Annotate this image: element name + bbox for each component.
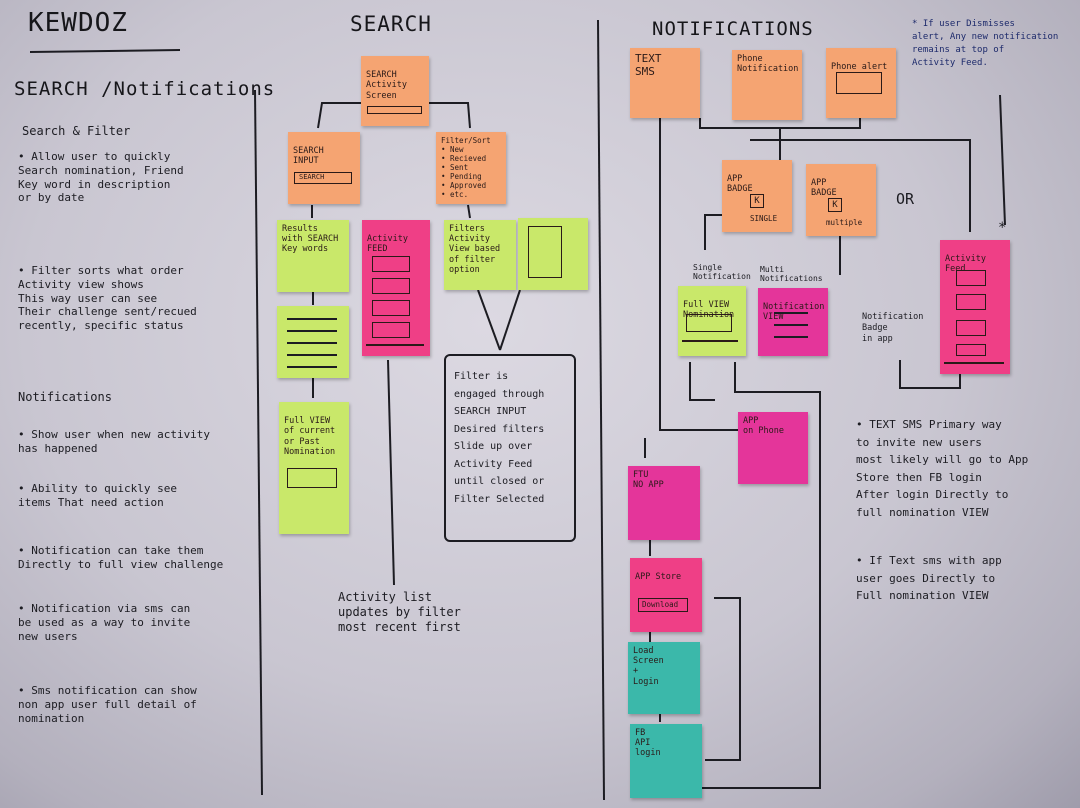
multiple-label: multiple [826, 218, 863, 227]
right-bullet-2: • If Text sms with app user goes Directl… [856, 554, 1002, 603]
list-line [287, 318, 337, 320]
note-phone-notification: Phone Notification [732, 50, 802, 120]
badge-letter: K [832, 200, 838, 210]
dismiss-note: * If user Dismisses alert, Any new notif… [912, 19, 1059, 69]
left-section-title: SEARCH /Notifications [14, 78, 276, 100]
detail-sketch [287, 468, 337, 488]
note-text-sms: TEXT SMS [630, 48, 700, 118]
badge-k-icon: K [828, 198, 842, 212]
notifications-heading: NOTIFICATIONS [652, 18, 814, 40]
list-line [287, 342, 337, 344]
note-full-view-label: Full VIEW of current or Past Nomination [284, 416, 336, 457]
left-bullet-3: • Show user when new activity has happen… [18, 428, 211, 455]
notification-badge-label: Notification Badge in app [862, 312, 924, 345]
badge-k-icon: K [750, 194, 764, 208]
multi-notifications-label: Multi Notifications [760, 265, 823, 283]
note-app-on-phone: APP on Phone [738, 412, 808, 484]
tabbar-sketch [944, 362, 1004, 364]
note-app-store: APP Store Download [630, 558, 702, 632]
left-bullet-1: • Allow user to quickly Search nominatio… [18, 150, 184, 205]
download-label: Download [642, 600, 679, 609]
badge-letter: K [754, 196, 760, 206]
left-bullet-5: • Notification can take them Directly to… [18, 544, 224, 571]
right-bullet-1: • TEXT SMS Primary way to invite new use… [856, 418, 1029, 519]
note-phone-alert: Phone alert [826, 48, 896, 118]
note-notification-view-label: Notification VIEW [763, 302, 825, 323]
feed-item-sketch [956, 294, 986, 310]
tabbar-sketch [682, 340, 738, 342]
note-activity-feed: Activity FEED [362, 220, 430, 356]
note-fb-api-login: FB API login [630, 724, 702, 798]
feed-item-sketch [372, 256, 410, 272]
note-activity-feed-right: Activity Feed [940, 240, 1010, 374]
note-search-input-label: SEARCH INPUT [293, 146, 324, 167]
list-line [287, 330, 337, 332]
note-full-view-nomination-label: Full VIEW Nomination [683, 300, 735, 321]
asterisk-mark: * [998, 220, 1007, 236]
feed-item-sketch [956, 320, 986, 336]
activity-list-note: Activity list updates by filter most rec… [338, 590, 461, 634]
note-single-notification: Full VIEW Nomination [678, 286, 746, 356]
list-line [287, 354, 337, 356]
note-filters-view: Filters Activity View based of filter op… [444, 220, 516, 290]
note-app-badge-multiple-label: APP BADGE [811, 178, 837, 199]
or-label: OR [896, 190, 915, 208]
left-bullet-7: • Sms notification can show non app user… [18, 684, 197, 725]
download-button-sketch: Download [638, 598, 688, 612]
single-label: SINGLE [750, 214, 778, 223]
search-input-sketch-label: SEARCH [299, 173, 325, 181]
list-line [774, 324, 808, 326]
overlay-panel-sketch [528, 226, 562, 278]
note-app-badge-single-label: APP BADGE [727, 174, 753, 195]
note-load-screen: Load Screen + Login [628, 642, 700, 714]
list-line [774, 336, 808, 338]
alert-sketch [836, 72, 882, 94]
note-filter-sort: Filter/Sort • New • Recieved • Sent • Pe… [436, 132, 506, 204]
note-app-store-label: APP Store [635, 572, 682, 583]
note-activity-feed-right-label: Activity Feed [945, 254, 986, 275]
single-notification-label: Single Notification [693, 263, 751, 281]
list-line [774, 312, 808, 314]
feed-tabbar-sketch [366, 344, 424, 346]
left-bullet-2: • Filter sorts what order Activity view … [18, 264, 197, 332]
search-filter-heading: Search & Filter [22, 124, 131, 138]
note-activity-screen: SEARCH Activity Screen [361, 56, 429, 126]
note-list-sketch [277, 306, 349, 378]
feed-item-sketch [956, 270, 986, 286]
search-heading: SEARCH [350, 12, 432, 36]
brand-title: KEWDOZ [28, 8, 128, 38]
note-activity-screen-label: SEARCH Activity Screen [366, 70, 407, 101]
note-phone-alert-label: Phone alert [831, 62, 888, 73]
left-bullet-4: • Ability to quickly see items That need… [18, 482, 177, 509]
note-multi-notifications: Notification VIEW [758, 288, 828, 356]
note-ftu-no-app: FTU NO APP [628, 466, 700, 540]
feed-item-sketch [372, 300, 410, 316]
notifications-notes-heading: Notifications [18, 390, 112, 404]
note-filter-overlay [518, 218, 588, 290]
feed-item-sketch [372, 322, 410, 338]
left-bullet-6: • Notification via sms can be used as a … [18, 602, 191, 643]
feed-item-sketch [372, 278, 410, 294]
list-line [287, 366, 337, 368]
filter-explanation-box: Filter is engaged through SEARCH INPUT D… [444, 354, 576, 542]
nomination-sketch [686, 314, 732, 332]
note-activity-feed-label: Activity FEED [367, 234, 408, 255]
search-input-sketch: SEARCH [294, 172, 352, 184]
note-app-badge-multiple: APP BADGE K multiple [806, 164, 876, 236]
note-search-input: SEARCH INPUT SEARCH [288, 132, 360, 204]
feed-item-sketch [956, 344, 986, 356]
note-app-badge-single: APP BADGE K SINGLE [722, 160, 792, 232]
search-bar-sketch [367, 106, 422, 114]
note-results: Results with SEARCH Key words [277, 220, 349, 292]
note-full-view: Full VIEW of current or Past Nomination [279, 402, 349, 534]
